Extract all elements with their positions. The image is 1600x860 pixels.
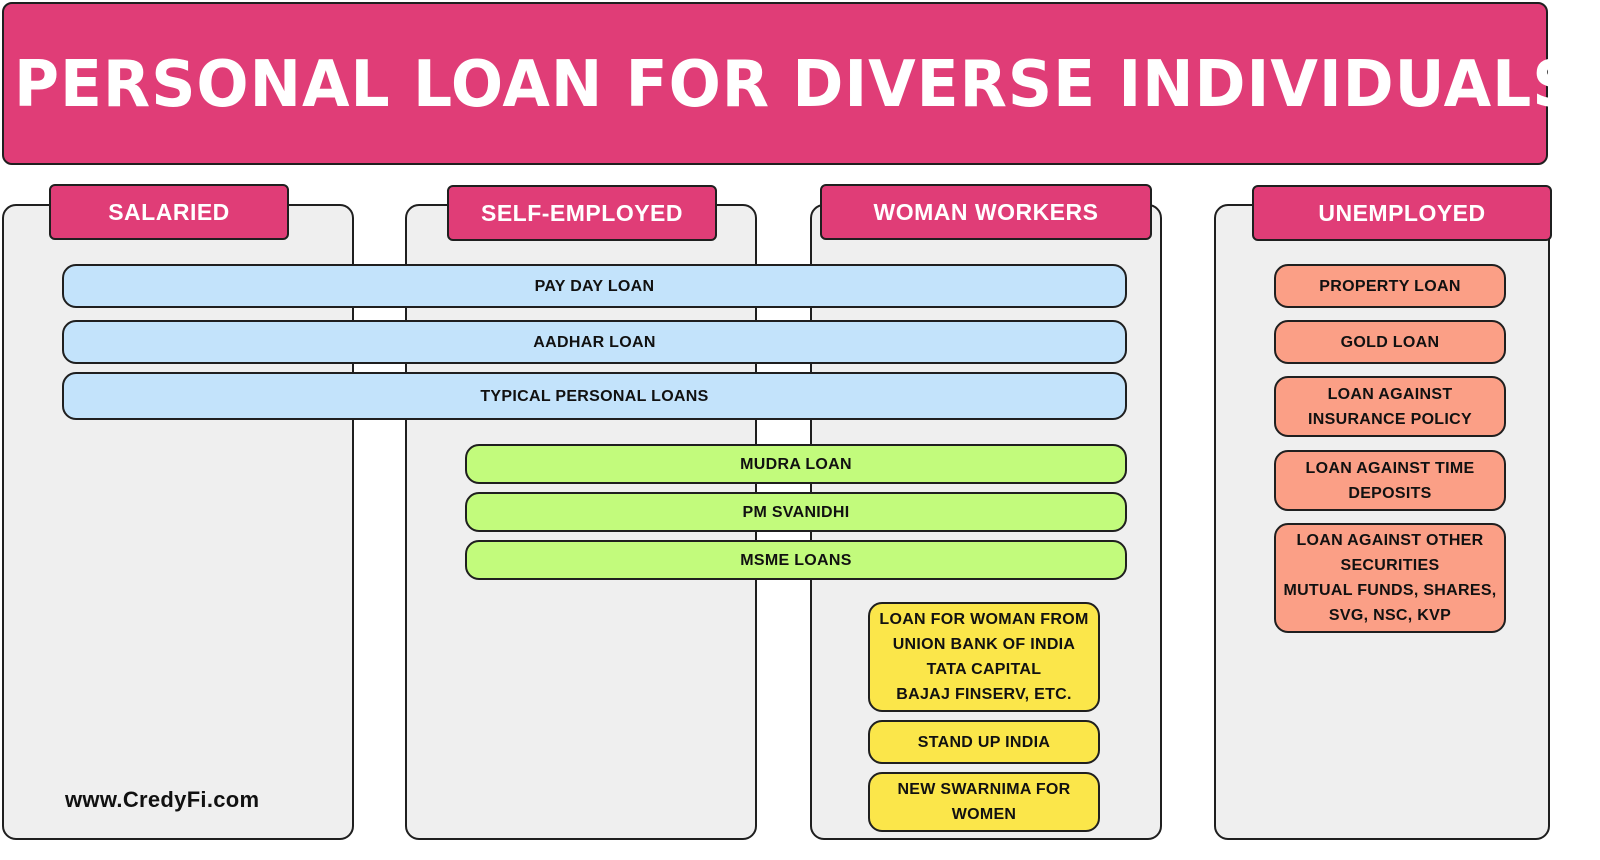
loan-time-deposits-line: DEPOSITS xyxy=(1348,484,1432,502)
loan-time-deposits-line: LOAN AGAINST TIME xyxy=(1305,459,1475,477)
column-salaried xyxy=(2,204,354,840)
loan-property-line: PROPERTY LOAN xyxy=(1319,277,1461,295)
loan-woman-banks-line: BAJAJ FINSERV, ETC. xyxy=(896,686,1072,703)
loan-other-securities-line: SVG, NSC, KVP xyxy=(1328,607,1452,624)
loan-property: PROPERTY LOAN xyxy=(1274,264,1506,308)
loan-other-securities: LOAN AGAINST OTHER SECURITIES MUTUAL FUN… xyxy=(1274,523,1506,633)
loan-mudra: MUDRA LOAN xyxy=(465,444,1127,484)
column-tab-woman-workers: WOMAN WORKERS xyxy=(820,184,1152,240)
loan-woman-banks: LOAN FOR WOMAN FROM UNION BANK OF INDIA … xyxy=(868,602,1100,712)
loan-new-swarnima-line: WOMEN xyxy=(951,806,1017,823)
loan-new-swarnima: NEW SWARNIMA FOR WOMEN xyxy=(868,772,1100,832)
loan-aadhar: AADHAR LOAN xyxy=(62,320,1127,364)
loan-insurance-policy-line: INSURANCE POLICY xyxy=(1308,410,1472,428)
column-tab-salaried: SALARIED xyxy=(49,184,289,240)
loan-msme: MSME LOANS xyxy=(465,540,1127,580)
loan-stand-up-india: STAND UP INDIA xyxy=(868,720,1100,764)
loan-other-securities-line: MUTUAL FUNDS, SHARES, xyxy=(1283,582,1497,599)
column-tab-unemployed: UNEMPLOYED xyxy=(1252,185,1552,241)
loan-stand-up-india-line: STAND UP INDIA xyxy=(917,733,1051,751)
column-tab-self-employed: SELF-EMPLOYED xyxy=(447,185,717,241)
loan-insurance-policy: LOAN AGAINST INSURANCE POLICY xyxy=(1274,376,1506,437)
loan-new-swarnima-line: NEW SWARNIMA FOR xyxy=(897,781,1071,798)
page-title: PERSONAL LOAN FOR DIVERSE INDIVIDUALS xyxy=(14,48,1578,122)
loan-woman-banks-line: LOAN FOR WOMAN FROM xyxy=(879,611,1089,628)
loan-woman-banks-line: UNION BANK OF INDIA xyxy=(892,636,1076,653)
loan-pay-day: PAY DAY LOAN xyxy=(62,264,1127,308)
title-banner: PERSONAL LOAN FOR DIVERSE INDIVIDUALS xyxy=(2,2,1576,165)
loan-pm-svanidhi: PM SVANIDHI xyxy=(465,492,1127,532)
website-url: www.CredyFi.com xyxy=(65,787,260,812)
loan-gold-line: GOLD LOAN xyxy=(1340,333,1440,351)
loan-time-deposits: LOAN AGAINST TIME DEPOSITS xyxy=(1274,450,1506,511)
loan-gold: GOLD LOAN xyxy=(1274,320,1506,364)
loan-woman-banks-line: TATA CAPITAL xyxy=(926,661,1042,678)
loan-typical-personal: TYPICAL PERSONAL LOANS xyxy=(62,372,1127,420)
loan-insurance-policy-line: LOAN AGAINST xyxy=(1327,385,1453,403)
column-unemployed xyxy=(1214,204,1550,840)
loan-other-securities-line: SECURITIES xyxy=(1340,557,1440,574)
loan-other-securities-line: LOAN AGAINST OTHER xyxy=(1296,532,1484,549)
